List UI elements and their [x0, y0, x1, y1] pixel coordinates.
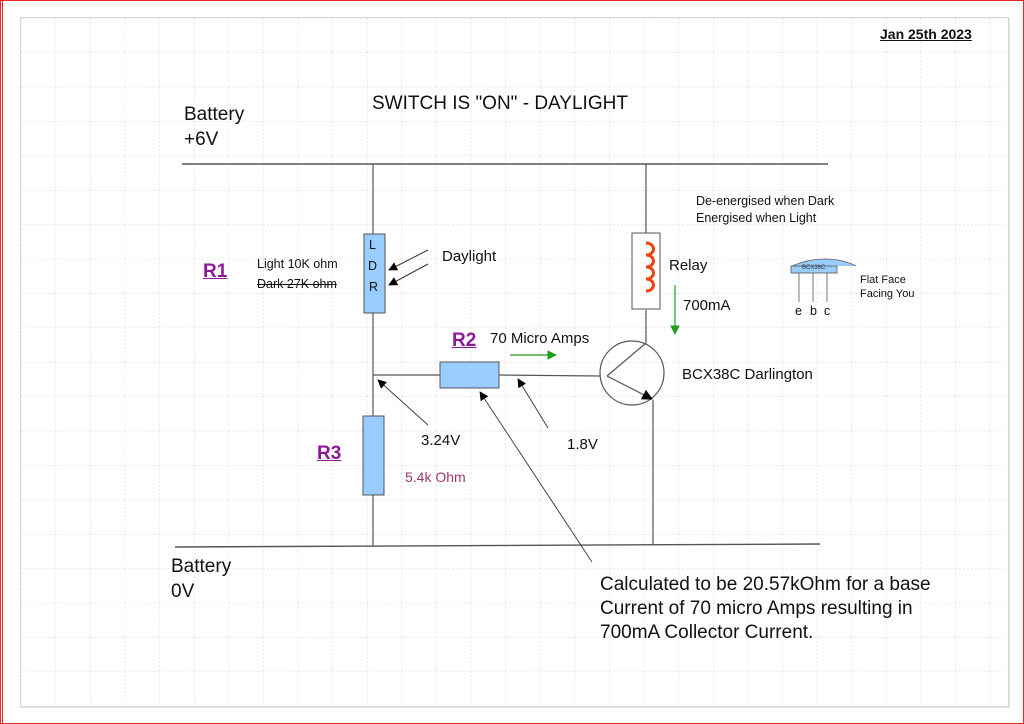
transistor-name: BCX38C Darlington	[682, 366, 813, 383]
junction-voltage-pointer	[377, 379, 429, 426]
pin-label-e: e	[795, 304, 802, 318]
transistor-emitter-arrow	[606, 375, 653, 400]
r2-label: R2	[452, 330, 477, 351]
orientation-note: Facing You	[860, 288, 915, 300]
junction-voltage: 3.24V	[421, 432, 461, 449]
battery-positive-label: Battery	[184, 104, 245, 125]
package-body	[790, 265, 838, 274]
battery-negative-voltage: 0V	[171, 581, 195, 602]
r1-light-value: Light 10K ohm	[257, 257, 338, 271]
base-voltage-pointer	[517, 378, 549, 429]
relay-note-dark: De-energised when Dark	[696, 194, 835, 208]
relay-coil-icon	[645, 241, 655, 293]
relay-box	[631, 232, 661, 310]
r2-resistor	[439, 361, 500, 389]
light-arrow-icon	[388, 249, 429, 271]
base-voltage: 1.8V	[567, 436, 598, 453]
ldr-letter: R	[369, 280, 379, 294]
transistor-symbol	[599, 340, 665, 406]
r2-note-pointer	[479, 391, 593, 563]
collector-current-label: 700mA	[683, 297, 731, 314]
calculation-note-line: 700mA Collector Current.	[600, 622, 814, 643]
battery-positive-voltage: +6V	[184, 129, 219, 150]
page-border-left	[2, 0, 3, 724]
r1-dark-value: Dark 27K ohm	[257, 277, 337, 291]
calculation-note-line: Calculated to be 20.57kOhm for a base	[600, 574, 931, 595]
daylight-label: Daylight	[442, 248, 497, 265]
drawing-date: Jan 25th 2023	[880, 26, 972, 42]
r3-value: 5.4k Ohm	[405, 469, 466, 485]
r1-label: R1	[203, 261, 228, 282]
ldr-resistor	[363, 233, 386, 314]
r3-resistor	[362, 415, 385, 496]
transistor-collector	[606, 342, 647, 377]
battery-negative-label: Battery	[171, 556, 232, 577]
light-arrow-icon	[388, 263, 429, 286]
base-current-label: 70 Micro Amps	[490, 330, 590, 347]
r3-label: R3	[317, 443, 342, 464]
pin-label-b: b	[810, 304, 817, 318]
wire	[498, 374, 601, 377]
diagram-title: SWITCH IS "ON" - DAYLIGHT	[372, 93, 628, 114]
grid	[21, 18, 1006, 704]
package-label: BCX38C	[802, 265, 826, 271]
orientation-note: Flat Face	[860, 274, 906, 286]
ldr-letter: D	[368, 259, 378, 273]
ground-rail	[174, 543, 821, 548]
relay-note-light: Energised when Light	[696, 211, 817, 225]
calculation-note-line: Current of 70 micro Amps resulting in	[600, 598, 913, 619]
package-dome	[791, 258, 857, 267]
pin-label-c: c	[824, 304, 831, 318]
ldr-letter: L	[369, 238, 376, 252]
relay-label: Relay	[669, 257, 708, 274]
